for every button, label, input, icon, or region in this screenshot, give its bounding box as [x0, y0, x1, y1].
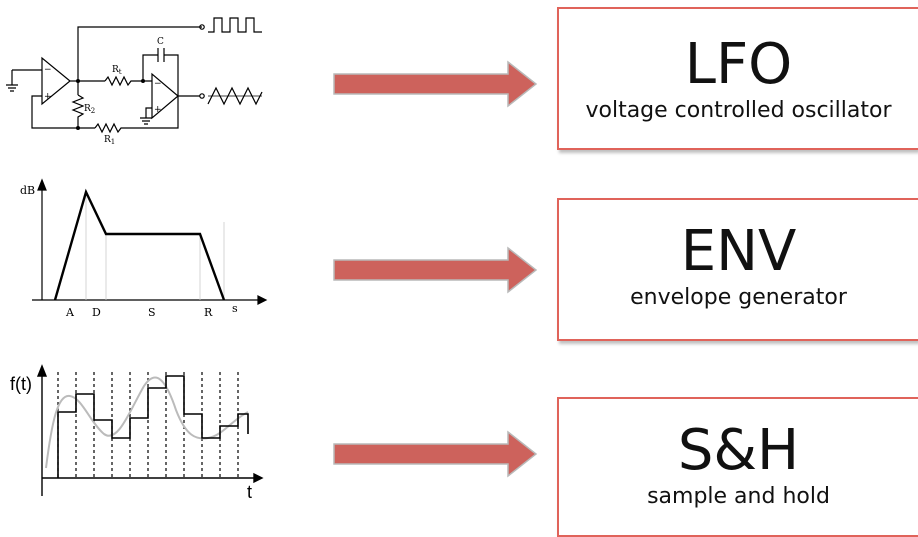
svg-text:R2: R2 [84, 104, 95, 115]
opamp2-plus-label: + [154, 105, 162, 115]
adsr-x-label: s [232, 302, 238, 315]
ground-symbol-left [6, 70, 18, 92]
sh-y-label: f(t) [10, 374, 32, 394]
opamp1-plus-label: + [44, 92, 52, 102]
sample-and-hold-diagram: f(t) t [10, 364, 264, 502]
capacitor-c [157, 48, 165, 62]
oscillator-circuit-diagram: − + − + Rt C R2 R1 [6, 17, 263, 146]
sh-title: S&H [677, 418, 800, 483]
r1-label: R [104, 135, 111, 145]
adsr-label-d: D [92, 306, 101, 319]
adsr-label-s: S [148, 306, 156, 319]
resistor-r2 [71, 94, 85, 128]
sh-x-label: t [247, 482, 252, 502]
adsr-label-a: A [65, 306, 75, 319]
svg-text:Rt: Rt [112, 65, 122, 76]
r1-sub: 1 [111, 138, 115, 146]
r2-label: R [84, 104, 91, 114]
resistor-r1 [94, 93, 179, 134]
triangle-wave-output [207, 86, 263, 106]
lfo-box: LFO voltage controlled oscillator [557, 7, 918, 150]
lfo-title: LFO [684, 32, 793, 97]
env-title: ENV [680, 219, 797, 284]
arrow-lfo [333, 60, 538, 108]
adsr-envelope-diagram: dB s A D S R [20, 178, 268, 319]
opamp2-minus-label: − [154, 79, 162, 89]
r2-sub: 2 [91, 107, 95, 115]
opamp-2 [151, 72, 179, 120]
resistor-rt [104, 75, 152, 87]
arrow-sh [333, 430, 538, 478]
opamp-1 [41, 56, 71, 106]
sh-stepped-signal [57, 375, 249, 478]
lfo-subtitle: voltage controlled oscillator [585, 98, 892, 123]
sh-box: S&H sample and hold [557, 397, 918, 537]
adsr-envelope-curve [53, 188, 226, 301]
arrow-env [333, 246, 538, 294]
adsr-label-r: R [204, 306, 213, 319]
sh-subtitle: sample and hold [647, 484, 830, 509]
svg-text:R1: R1 [104, 135, 115, 146]
env-box: ENV envelope generator [557, 198, 918, 341]
c-label: C [157, 37, 164, 47]
opamp1-minus-label: − [44, 65, 52, 75]
rt-label: R [112, 65, 119, 75]
square-wave-output [208, 17, 262, 33]
rt-sub: t [119, 68, 122, 76]
adsr-y-label: dB [20, 184, 35, 197]
env-subtitle: envelope generator [630, 285, 847, 310]
